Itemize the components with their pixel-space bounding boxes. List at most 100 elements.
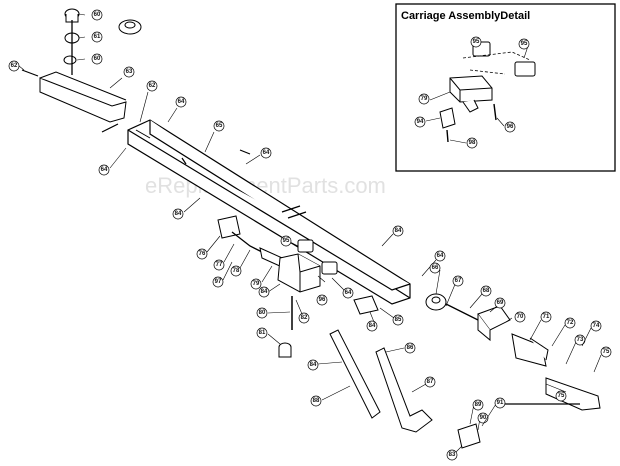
pulley-bracket-assembly bbox=[21, 8, 142, 133]
callout: 75 bbox=[545, 383, 567, 402]
svg-text:94: 94 bbox=[417, 119, 424, 125]
callout: 72 bbox=[551, 317, 576, 347]
callout: 64 bbox=[167, 96, 187, 123]
carriage-detail-box: Carriage AssemblyDetail bbox=[395, 3, 616, 172]
trolley-assembly bbox=[217, 215, 379, 358]
callout: 78 bbox=[230, 249, 251, 277]
callout: 91 bbox=[481, 397, 506, 427]
svg-text:98: 98 bbox=[469, 140, 476, 146]
svg-text:96: 96 bbox=[319, 297, 326, 303]
callout: 97 bbox=[212, 261, 233, 288]
svg-text:64: 64 bbox=[263, 150, 270, 156]
svg-text:60: 60 bbox=[94, 56, 101, 62]
svg-text:76: 76 bbox=[199, 251, 206, 257]
callout: 88 bbox=[310, 385, 351, 407]
callout: 82 bbox=[295, 299, 310, 324]
callout: 84 bbox=[258, 283, 281, 298]
callout: 74 bbox=[581, 320, 602, 347]
svg-text:66: 66 bbox=[432, 265, 439, 271]
svg-text:95: 95 bbox=[283, 238, 290, 244]
svg-text:84: 84 bbox=[395, 228, 402, 234]
callout: 62 bbox=[139, 80, 158, 123]
callout: 95 bbox=[280, 235, 299, 247]
svg-text:78: 78 bbox=[233, 268, 240, 274]
rail-assembly bbox=[127, 119, 411, 305]
svg-text:88: 88 bbox=[313, 398, 320, 404]
callout: 64 bbox=[421, 250, 446, 277]
callout: 86 bbox=[385, 342, 416, 354]
callout: 96 bbox=[316, 275, 328, 306]
svg-text:77: 77 bbox=[216, 262, 223, 268]
callout: 61 bbox=[78, 31, 103, 43]
svg-text:79: 79 bbox=[421, 96, 428, 102]
callout: 89 bbox=[469, 399, 484, 425]
callout: 95 bbox=[470, 36, 482, 48]
callout: 83 bbox=[446, 445, 463, 461]
svg-text:69: 69 bbox=[497, 300, 504, 306]
callout: 76 bbox=[196, 235, 221, 260]
callout: 79 bbox=[250, 265, 273, 290]
svg-text:84: 84 bbox=[261, 289, 268, 295]
svg-text:72: 72 bbox=[567, 320, 574, 326]
svg-text:82: 82 bbox=[301, 315, 308, 321]
callout: 66 bbox=[429, 262, 441, 295]
svg-text:73: 73 bbox=[577, 337, 584, 343]
detail-title: Carriage AssemblyDetail bbox=[401, 10, 530, 22]
svg-text:86: 86 bbox=[407, 345, 414, 351]
svg-text:64: 64 bbox=[178, 99, 185, 105]
idler-pulley-assembly bbox=[425, 293, 601, 411]
callout: 64 bbox=[98, 147, 127, 176]
svg-text:62: 62 bbox=[149, 83, 156, 89]
door-arm-assembly bbox=[329, 329, 481, 449]
svg-text:64: 64 bbox=[345, 290, 352, 296]
svg-text:95: 95 bbox=[521, 41, 528, 47]
svg-text:84: 84 bbox=[310, 362, 317, 368]
svg-text:65: 65 bbox=[216, 123, 223, 129]
svg-text:83: 83 bbox=[449, 452, 456, 458]
svg-text:90: 90 bbox=[480, 415, 487, 421]
callout: 85 bbox=[379, 307, 404, 326]
callout: 81 bbox=[256, 327, 281, 345]
callout: 69 bbox=[489, 297, 506, 313]
svg-text:71: 71 bbox=[543, 314, 550, 320]
callout: 79 bbox=[418, 91, 451, 105]
svg-text:80: 80 bbox=[259, 310, 266, 316]
svg-text:64: 64 bbox=[437, 253, 444, 259]
svg-text:85: 85 bbox=[395, 317, 402, 323]
callout: 64 bbox=[245, 147, 272, 165]
svg-text:68: 68 bbox=[483, 288, 490, 294]
callouts: 60 61 60 62 63 62 64 65 64 64 84 84 64 6… bbox=[8, 9, 612, 461]
svg-text:95: 95 bbox=[473, 39, 480, 45]
callout: 60 bbox=[76, 53, 103, 65]
callout: 60 bbox=[78, 9, 103, 21]
callout: 65 bbox=[204, 120, 225, 153]
svg-text:62: 62 bbox=[11, 63, 18, 69]
svg-text:67: 67 bbox=[455, 278, 462, 284]
svg-text:61: 61 bbox=[94, 34, 101, 40]
callout: 68 bbox=[469, 285, 492, 309]
svg-text:89: 89 bbox=[475, 402, 482, 408]
svg-text:63: 63 bbox=[126, 69, 133, 75]
callout: 84 bbox=[366, 311, 378, 332]
svg-text:64: 64 bbox=[101, 167, 108, 173]
callout: 77 bbox=[213, 243, 235, 271]
svg-text:60: 60 bbox=[94, 12, 101, 18]
callout: 84 bbox=[307, 359, 343, 371]
callout: 70 bbox=[505, 311, 526, 323]
callout: 96 bbox=[496, 117, 516, 133]
svg-text:84: 84 bbox=[175, 211, 182, 217]
svg-text:84: 84 bbox=[369, 323, 376, 329]
callout: 71 bbox=[529, 311, 552, 341]
svg-text:74: 74 bbox=[593, 323, 600, 329]
svg-text:97: 97 bbox=[215, 279, 222, 285]
svg-text:87: 87 bbox=[427, 379, 434, 385]
callout: 94 bbox=[414, 116, 441, 128]
callout: 64 bbox=[331, 277, 354, 299]
callout: 95 bbox=[518, 38, 530, 59]
svg-text:91: 91 bbox=[497, 400, 504, 406]
svg-text:79: 79 bbox=[253, 281, 260, 287]
callout: 62 bbox=[8, 60, 25, 72]
svg-text:70: 70 bbox=[517, 314, 524, 320]
callout: 84 bbox=[381, 225, 404, 247]
